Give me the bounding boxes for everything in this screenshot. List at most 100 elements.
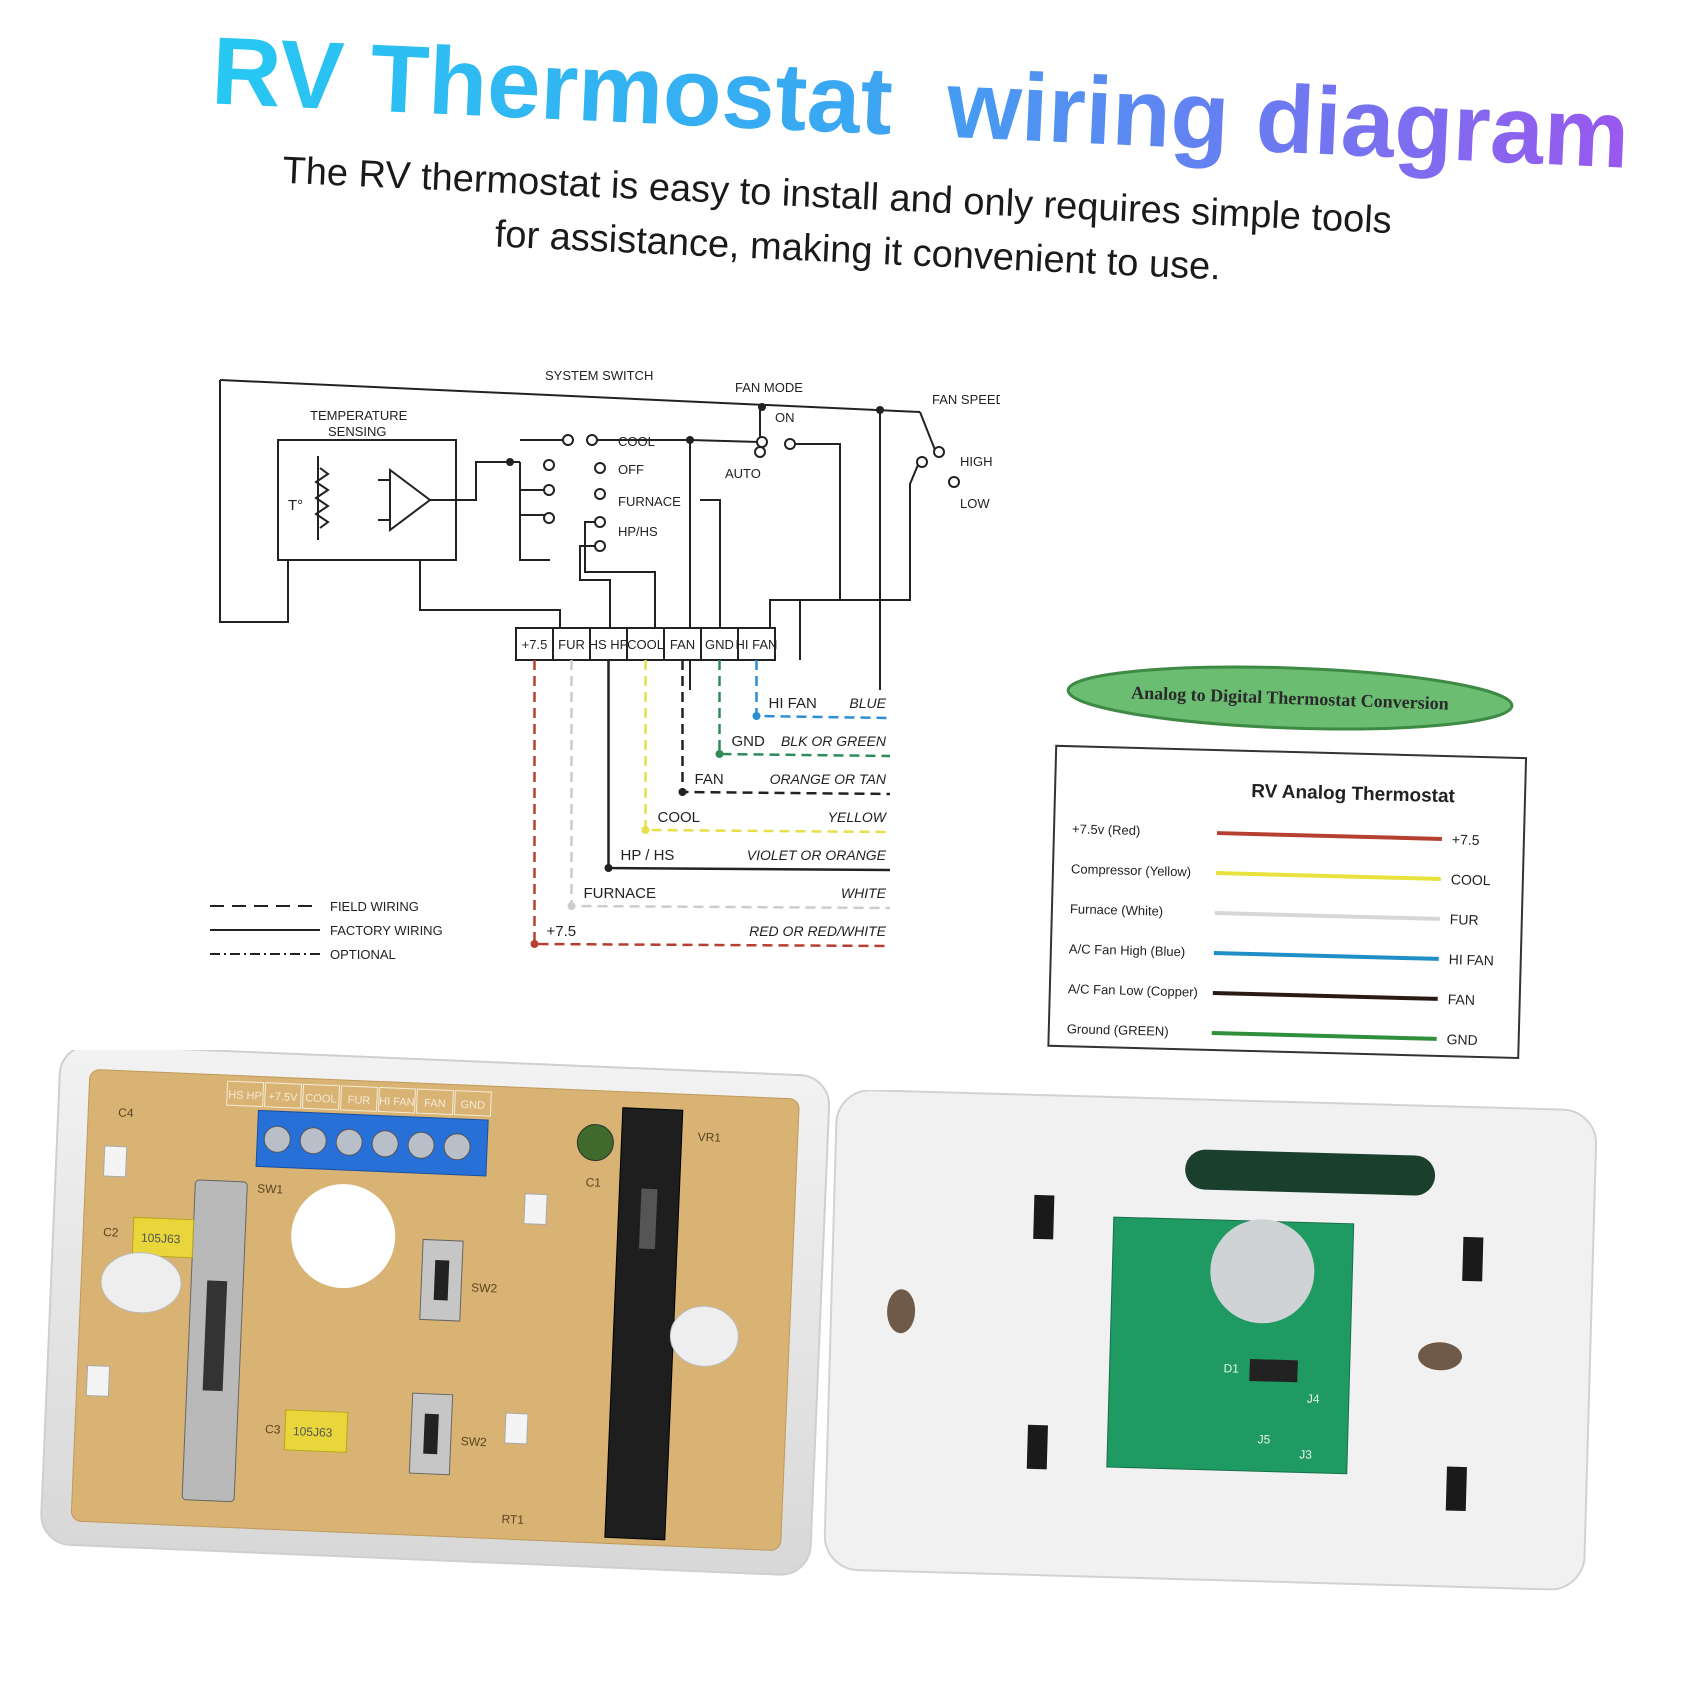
title-part-2: wiring diagram (944, 51, 1632, 189)
label-cool: COOL (618, 434, 655, 449)
conversion-row-2: Furnace (White) FUR (1070, 901, 1479, 928)
terminal-label: +7.5 (522, 637, 548, 652)
row-left: Compressor (Yellow) (1071, 861, 1192, 879)
capacitor-c3 (283, 1409, 349, 1453)
silk-label: FAN (424, 1097, 446, 1110)
silk-label: FUR (347, 1094, 370, 1107)
conversion-card: RV Analog Thermostat +7.5v (Red)+7.5Comp… (1047, 744, 1528, 1060)
wire-color-name: BLK OR GREEN (781, 733, 887, 749)
designator: C1 (585, 1175, 601, 1190)
terminal-2: HS HP (589, 627, 628, 661)
switch-contacts (543, 434, 960, 552)
terminal-6: HI FAN (736, 627, 778, 661)
label-fan-speed: FAN SPEED (932, 392, 1000, 407)
mount-slot-right (1418, 1342, 1463, 1371)
wire-label: COOL (658, 809, 701, 826)
wiring-legend: FIELD WIRING FACTORY WIRING OPTIONAL (210, 899, 443, 962)
designator: C2 (103, 1225, 119, 1240)
wire-color-name: RED OR RED/WHITE (749, 923, 887, 939)
conversion-row-0: +7.5v (Red) +7.5 (1072, 821, 1480, 848)
terminal-label: FAN (670, 637, 695, 652)
wiring-schematic: SYSTEM SWITCH FAN MODE FAN SPEED TEMPERA… (210, 368, 1000, 962)
row-right: FUR (1450, 911, 1479, 928)
label-on: ON (775, 410, 795, 425)
conversion-row-4: A/C Fan Low (Copper) FAN (1068, 981, 1476, 1008)
designator: SW2 (471, 1280, 498, 1295)
wire-label: +7.5 (547, 923, 577, 940)
sensor-hole (1210, 1219, 1315, 1324)
label-temp-1: TEMPERATURE (310, 408, 408, 423)
silk-label: HS HP (228, 1089, 262, 1102)
row-right: FAN (1448, 991, 1476, 1008)
legend-optional: OPTIONAL (330, 947, 396, 962)
wire-6: +7.5 RED OR RED/WHITE (530, 660, 891, 948)
wire-label: FAN (695, 771, 724, 788)
terminal-label: COOL (627, 637, 664, 652)
schematic-lines (219, 379, 936, 690)
silk-label: HI FAN (379, 1095, 415, 1108)
label-temp-2: SENSING (328, 424, 387, 439)
row-left: A/C Fan High (Blue) (1069, 941, 1186, 959)
label-hphs: HP/HS (618, 524, 658, 539)
designator: C3 (265, 1422, 281, 1437)
conversion-row-1: Compressor (Yellow)COOL (1071, 861, 1491, 888)
wire-2: FAN ORANGE OR TAN (678, 660, 891, 796)
wire-color-name: ORANGE OR TAN (770, 771, 887, 787)
label-auto: AUTO (725, 466, 761, 481)
wire-label: HP / HS (621, 847, 675, 864)
terminal-label: FUR (558, 637, 585, 652)
designator: SW2 (460, 1434, 487, 1449)
label-furnace: FURNACE (618, 494, 681, 509)
row-left: A/C Fan Low (Copper) (1068, 981, 1198, 999)
row-left: Ground (GREEN) (1067, 1021, 1169, 1039)
legend-factory: FACTORY WIRING (330, 923, 443, 938)
terminal-5: GND (700, 627, 739, 661)
terminal-3: COOL (626, 627, 665, 661)
legend-field: FIELD WIRING (330, 899, 419, 914)
slide-switch-knob (202, 1280, 228, 1392)
silk-label: +7.5V (268, 1091, 298, 1104)
cover-clips (1026, 1194, 1484, 1512)
designator: SW1 (257, 1181, 284, 1196)
designator: J4 (1307, 1392, 1320, 1406)
conversion-badge: Analog to Digital Thermostat Conversion (1066, 665, 1514, 731)
case-screw-left (100, 1252, 182, 1314)
mount-slot-left (887, 1289, 916, 1334)
designator: J5 (1257, 1432, 1270, 1446)
cap-text-c3: 105J63 (293, 1424, 333, 1440)
junction-dots (506, 403, 884, 466)
label-fan-mode: FAN MODE (735, 380, 803, 395)
label-off: OFF (618, 462, 644, 477)
designator: D1 (1223, 1361, 1239, 1375)
label-high: HIGH (960, 454, 993, 469)
cap-text-c2: 105J63 (141, 1231, 181, 1247)
row-left: Furnace (White) (1070, 901, 1164, 918)
pcb-pegs (85, 1145, 548, 1445)
row-right: +7.5 (1452, 831, 1480, 848)
row-right: GND (1446, 1031, 1478, 1048)
row-left: +7.5v (Red) (1072, 821, 1141, 838)
headline: RV Thermostat wiring diagram The RV ther… (210, 18, 1632, 289)
wire-color-name: WHITE (841, 885, 887, 901)
wire-color-name: BLUE (849, 695, 886, 711)
terminal-1: FUR (552, 627, 591, 661)
title-part-1: RV Thermostat (210, 18, 895, 156)
label-t-symbol: T° (288, 497, 303, 514)
capacitor-c2 (131, 1216, 195, 1259)
designator: J3 (1299, 1447, 1312, 1461)
terminal-4: FAN (663, 627, 702, 661)
mount-hole (291, 1184, 396, 1289)
terminal-label: HI FAN (736, 637, 778, 652)
